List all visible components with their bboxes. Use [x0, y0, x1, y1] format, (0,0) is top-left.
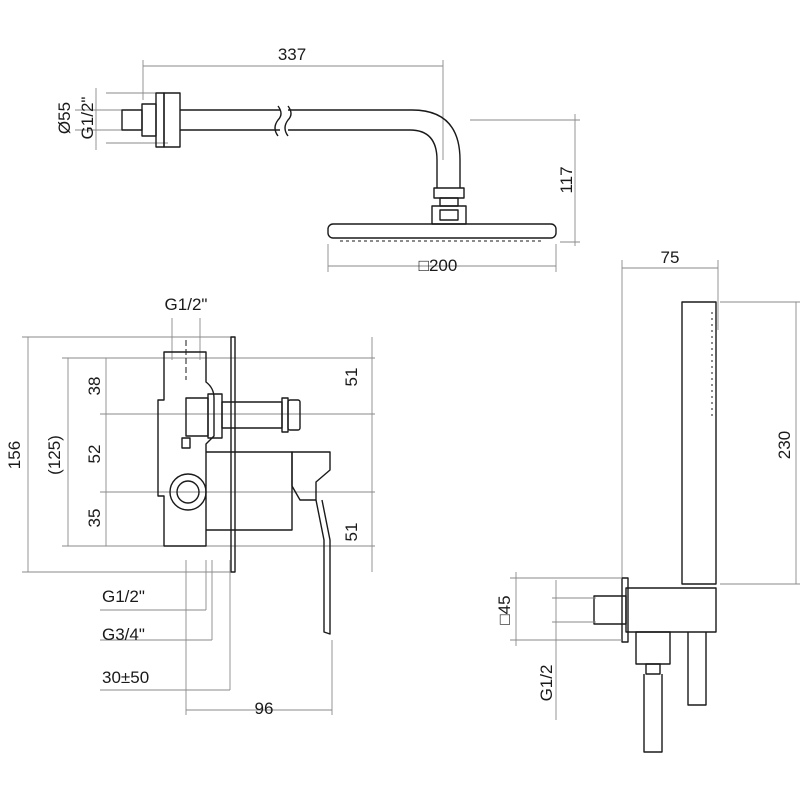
dim-hand-length: 230: [775, 431, 794, 459]
dim-hand-projection: 75: [661, 248, 680, 267]
dim-upper-offset: 51: [342, 368, 361, 387]
dim-middle-spacing: 52: [85, 445, 104, 464]
mixer-drawing: G1/2" 156 (125) 38 52 35 51 51: [5, 295, 375, 718]
dim-body-height: (125): [45, 435, 64, 475]
dim-upper-spacing: 38: [85, 377, 104, 396]
dim-lower-spacing: 35: [85, 509, 104, 528]
dim-flange-diameter: Ø55: [55, 102, 74, 134]
dim-head-height: 117: [557, 166, 576, 193]
head-shower-drawing: 337 Ø55 G1/2" 117: [55, 45, 580, 275]
dim-outlet-thread-b: G3/4": [102, 625, 145, 644]
dim-hand-thread: G1/2: [537, 665, 556, 702]
dim-mixer-projection: 96: [255, 699, 274, 718]
dim-outlet-thread-a: G1/2": [102, 587, 145, 606]
dim-overall-height: 156: [5, 441, 24, 469]
dim-mixer-inlet-thread: G1/2": [165, 295, 208, 314]
hand-shower-drawing: 75 230 □45 G1/2: [495, 248, 800, 753]
dim-head-size: □200: [419, 256, 458, 275]
dim-install-depth: 30±50: [102, 668, 149, 687]
dim-bracket-size: □45: [495, 595, 514, 624]
dim-head-thread: G1/2": [78, 97, 97, 140]
dim-arm-length: 337: [278, 45, 306, 64]
dim-lower-offset: 51: [342, 523, 361, 542]
